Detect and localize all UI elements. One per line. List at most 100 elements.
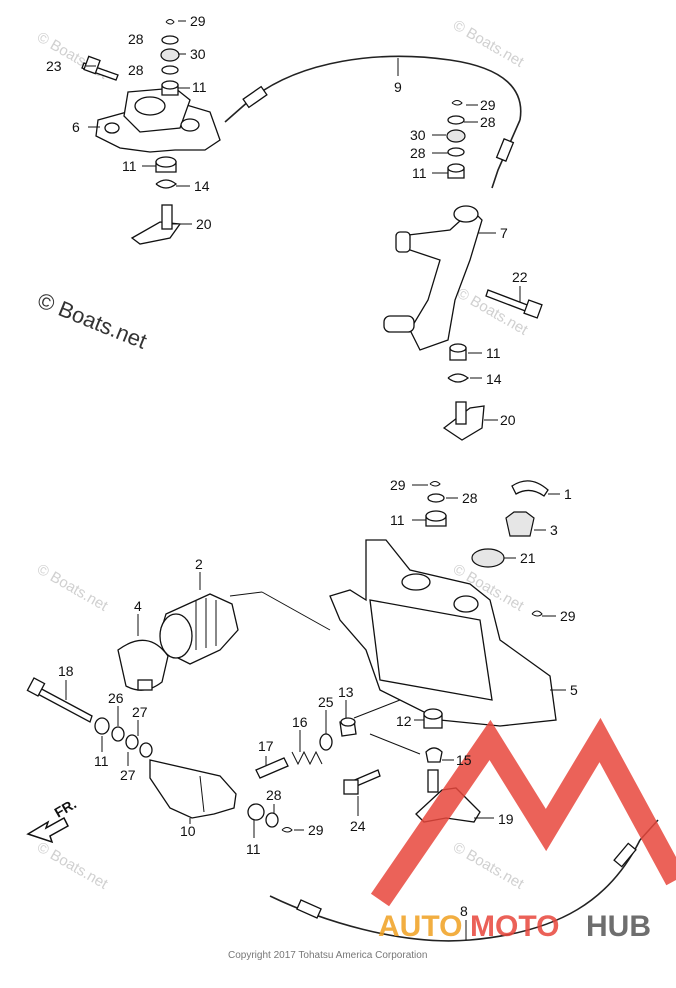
- bushing-11: [247, 803, 265, 821]
- bushing-11: [94, 717, 110, 735]
- logo-moto-text: MOTO: [470, 910, 559, 943]
- washer-28: [447, 147, 465, 157]
- washer-27: [125, 734, 139, 750]
- leader: [261, 591, 331, 631]
- housing-5-group: [329, 480, 566, 763]
- callout-label: 20: [196, 216, 212, 232]
- lever-10-group: [26, 677, 237, 824]
- callout-label: 25: [318, 694, 334, 710]
- callout-label: 11: [390, 512, 405, 528]
- bracket-7-arm: [383, 315, 415, 333]
- front-direction-label: FR.: [52, 795, 80, 820]
- callout-label: 23: [46, 58, 62, 74]
- leader: [353, 699, 401, 719]
- cap-15: [425, 747, 443, 763]
- grommet-3: [505, 511, 535, 537]
- callout-label: 11: [412, 165, 427, 181]
- watermark-main: © Boats.net: [34, 287, 150, 353]
- leader: [229, 591, 263, 597]
- callout-label: 14: [194, 178, 210, 194]
- clip-29: [531, 610, 543, 617]
- bolt-18-head: [26, 677, 46, 697]
- callout-label: 21: [520, 550, 536, 566]
- washer-28: [161, 65, 179, 75]
- lever-20-pin: [455, 401, 467, 425]
- mid-parts-group: [247, 699, 421, 838]
- bolt-24-head: [343, 779, 359, 795]
- cable-9-group: [224, 55, 522, 189]
- bushing-11-top: [161, 80, 179, 90]
- callout-label: 16: [292, 714, 308, 730]
- callout-label: 18: [58, 663, 74, 679]
- automotohub-logo: AUTO MOTO HUB: [370, 717, 676, 943]
- callout-label: 27: [132, 704, 148, 720]
- bolt-18: [33, 685, 93, 723]
- plug-21: [471, 548, 505, 568]
- callout-label: 29: [390, 477, 406, 493]
- collar-13-top: [340, 717, 356, 727]
- housing-5-boss: [453, 595, 479, 613]
- callout-label: 28: [480, 114, 496, 130]
- copyright-text: Copyright 2017 Tohatsu America Corporati…: [228, 950, 427, 961]
- bolt-22-head: [523, 299, 543, 319]
- cable-8-fitting: [296, 899, 322, 919]
- callout-label: 27: [120, 767, 136, 783]
- clip-29: [429, 481, 441, 487]
- callout-label: 19: [498, 811, 514, 827]
- callout-label: 11: [122, 158, 137, 174]
- bracket-6-ear: [180, 118, 200, 132]
- leader: [369, 733, 421, 755]
- callout-label: 28: [128, 62, 144, 78]
- callout-label: 30: [190, 46, 206, 62]
- bolt-23-head: [83, 55, 101, 75]
- bushing-12-top: [423, 708, 443, 720]
- callout-label: 30: [410, 127, 426, 143]
- watermark-tile: © Boats.net: [34, 29, 111, 83]
- front-arrow-icon: [26, 816, 69, 844]
- callout-label: 3: [550, 522, 558, 538]
- housing-5-boss: [401, 573, 431, 591]
- lever-10: [149, 759, 237, 819]
- housing-5-face: [369, 599, 493, 701]
- callout-label: 10: [180, 823, 196, 839]
- callout-label: 24: [350, 818, 366, 834]
- callout-label: 28: [410, 145, 426, 161]
- washer-25: [319, 733, 333, 751]
- callout-label: 13: [338, 684, 354, 700]
- bushing-11-top: [447, 163, 465, 173]
- washer-28: [427, 493, 445, 503]
- callout-label: 26: [108, 690, 124, 706]
- spring-14: [447, 373, 470, 383]
- spring-14: [155, 179, 178, 189]
- callout-label: 8: [460, 903, 468, 919]
- grip-2-group: [117, 572, 331, 691]
- logo-auto-text: AUTO: [378, 910, 462, 943]
- callout-label: 11: [486, 345, 501, 361]
- washer-28: [447, 115, 465, 125]
- cable-9-fitting: [242, 85, 268, 109]
- callout-label: 11: [192, 79, 207, 95]
- callout-label: 29: [480, 97, 496, 113]
- bushing-30: [160, 48, 180, 62]
- watermark-tile: © Boats.net: [34, 839, 111, 893]
- callout-label: 7: [500, 225, 508, 241]
- cable-9-fitting: [495, 138, 515, 162]
- grip-2-ribs: [195, 598, 217, 650]
- callout-label: 1: [564, 486, 572, 502]
- callout-label: 28: [266, 787, 282, 803]
- callout-label: 14: [486, 371, 502, 387]
- clip-29: [165, 19, 175, 25]
- watermark-tile: © Boats.net: [450, 839, 527, 893]
- callout-label: 11: [94, 753, 109, 769]
- band-4-screw: [137, 679, 153, 691]
- lever-10-edge: [199, 775, 205, 813]
- logo-hub-text: HUB: [586, 910, 651, 943]
- bracket-6-group: [81, 19, 221, 245]
- callout-labels: 29 28 30 28 11 23 6 11 14 20 9 29 28 30 …: [46, 13, 578, 919]
- front-direction-marker: FR.: [26, 795, 80, 844]
- lever-20-pin: [161, 204, 173, 230]
- callout-label: 20: [500, 412, 516, 428]
- bushing-30: [446, 129, 466, 143]
- callout-label: 29: [190, 13, 206, 29]
- bracket-6-ear: [104, 122, 120, 134]
